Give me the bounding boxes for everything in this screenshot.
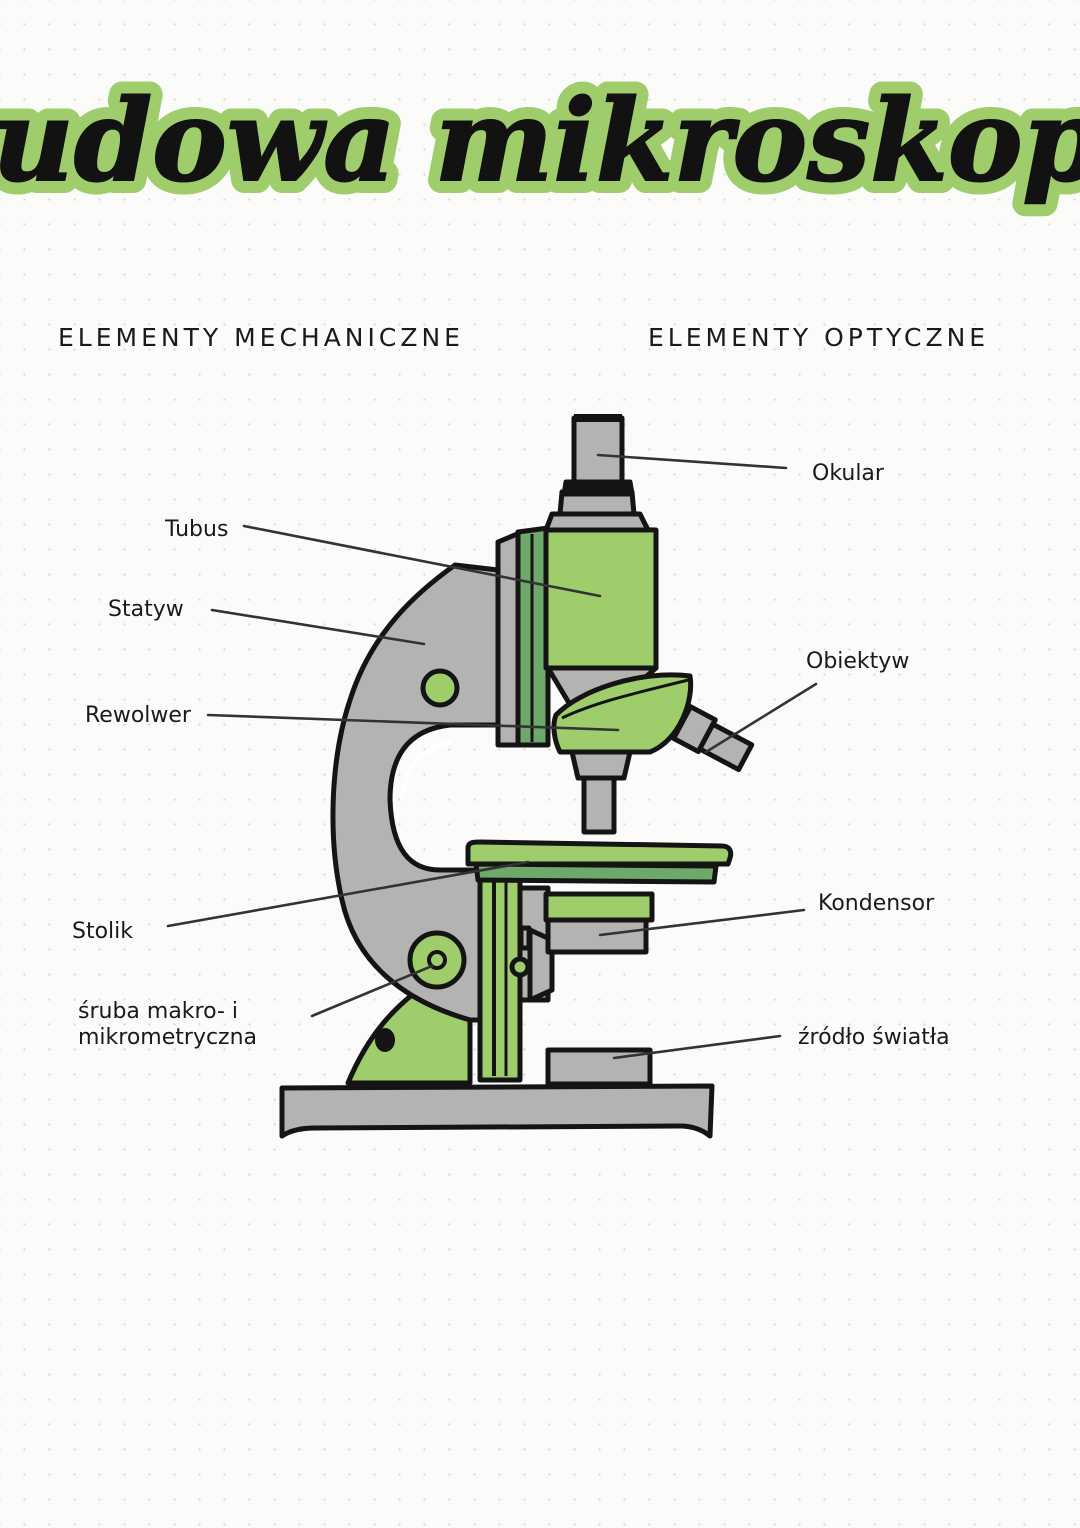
label-obiektyw: Obiektyw — [806, 649, 909, 674]
upper-knob — [420, 668, 460, 708]
side-objective-lens — [697, 721, 755, 773]
condenser-lever — [518, 925, 532, 951]
leader-kondensor — [598, 908, 806, 937]
leader-rewolwer — [206, 713, 620, 732]
focus-knob-center — [427, 950, 447, 970]
tube-body — [543, 525, 659, 671]
label-tubus: Tubus — [164, 517, 228, 542]
stage-top — [465, 839, 734, 867]
label-sruba-line2: mikrometryczna — [78, 1025, 257, 1050]
eyepiece — [571, 415, 625, 485]
condenser-knob — [509, 956, 531, 978]
label-stolik: Stolik — [72, 919, 133, 944]
page-title: Budowa mikroskopu Budowa mikroskopu — [0, 63, 1080, 220]
arm-highlight — [400, 740, 453, 801]
leader-zrodlo — [612, 1034, 782, 1060]
leader-obiektyw — [704, 682, 818, 754]
leader-stolik — [166, 860, 530, 928]
leader-lines — [166, 453, 818, 1060]
microscope-base — [279, 1083, 715, 1139]
revolver-edge — [561, 678, 689, 720]
condenser-green — [543, 891, 655, 923]
foot-pin — [375, 1028, 395, 1052]
stage-bottom — [473, 861, 719, 885]
leader-sruba — [310, 964, 434, 1018]
condenser-gray — [545, 917, 649, 955]
leader-statyw — [210, 608, 426, 646]
optical-elements-header: ELEMENTY OPTYCZNE — [648, 323, 989, 352]
leader-tubus — [242, 524, 602, 598]
page-title-text: Budowa mikroskopu — [0, 76, 1080, 207]
microscope-illustration — [279, 414, 755, 1139]
page-title-highlight: Budowa mikroskopu — [0, 76, 1080, 207]
label-okular: Okular — [812, 461, 885, 486]
label-rewolwer: Rewolwer — [85, 703, 192, 728]
label-sruba-line1: śruba makro- i — [78, 999, 238, 1024]
side-objective — [671, 704, 755, 773]
labels: Tubus Statyw Rewolwer Stolik śruba makro… — [72, 461, 950, 1050]
label-statyw: Statyw — [108, 597, 184, 622]
revolver — [551, 672, 694, 755]
objective-lens — [581, 775, 617, 835]
mechanical-elements-header: ELEMENTY MECHANICZNE — [58, 323, 464, 352]
leader-okular — [596, 453, 788, 470]
label-zrodlo: źródło światła — [798, 1025, 950, 1050]
objective-collar — [569, 749, 633, 781]
label-kondensor: Kondensor — [818, 891, 935, 916]
